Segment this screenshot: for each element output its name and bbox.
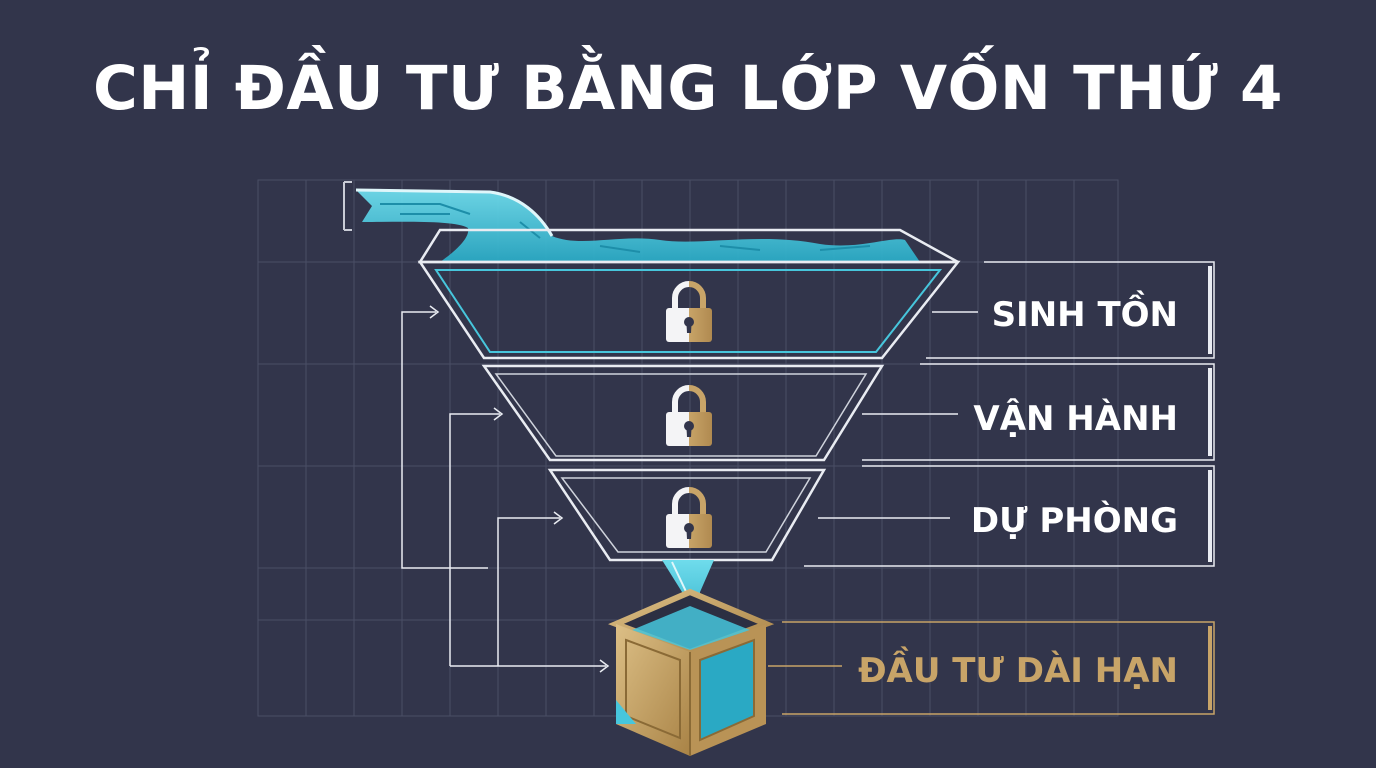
layer-sinh-ton-highlight <box>434 269 943 353</box>
label-connectors-gold <box>768 621 1215 715</box>
target-label-dau-tu-dai-han: ĐẦU TƯ DÀI HẠN <box>858 646 1178 691</box>
open-box-icon <box>608 588 775 756</box>
funnel-outline <box>417 228 961 562</box>
flow-connectors <box>401 305 610 673</box>
padlock-icon <box>666 388 712 446</box>
layer-label-du-phong: DỰ PHÒNG <box>971 500 1178 541</box>
layer-label-sinh-ton: SINH TỒN <box>992 290 1178 335</box>
page-title: CHỈ ĐẦU TƯ BẰNG LỚP VỐN THỨ 4 <box>93 53 1283 124</box>
padlock-icon <box>666 490 712 548</box>
layer-label-van-hanh: VẬN HÀNH <box>973 398 1178 439</box>
label-connectors <box>804 261 1215 567</box>
padlock-icon <box>666 284 712 342</box>
layer-van-hanh-inner <box>494 373 868 457</box>
layer-du-phong-inner <box>560 477 812 553</box>
